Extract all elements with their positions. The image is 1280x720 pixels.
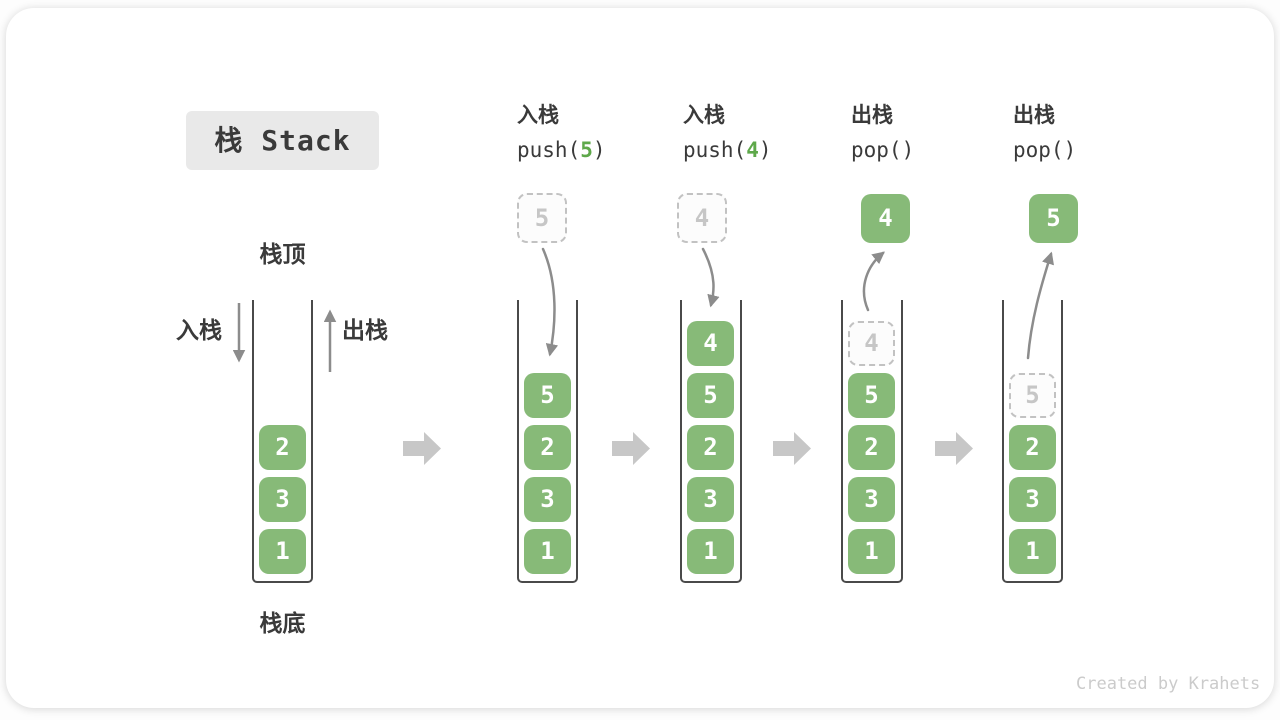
op-header-pop4: 出栈 pop() [851,103,1011,162]
ghost-block: 5 [1009,373,1056,418]
stack-block: 3 [259,477,306,522]
stack-block: 1 [848,529,895,574]
watermark: Created by Krahets [1076,674,1261,694]
op-header-push5: 入栈 push(5) [517,103,677,162]
title-badge: 栈 Stack [186,111,379,170]
popped-value-box: 5 [1029,194,1078,243]
stack-block: 3 [687,477,734,522]
stack-block: 4 [687,321,734,366]
code-pre: push( [683,138,747,163]
stack-container-4: 4 5 2 3 1 [841,300,903,583]
stack-block: 3 [524,477,571,522]
op-label: 出栈 [1013,103,1055,127]
code-pre: pop() [851,138,915,163]
pop-label: 出栈 [342,318,388,344]
stack-container-3: 4 5 2 3 1 [680,300,742,583]
op-code: push(5) [517,139,677,162]
op-code: pop() [1013,139,1173,162]
stack-block: 5 [687,373,734,418]
stack-block: 1 [524,529,571,574]
op-label: 入栈 [683,103,725,127]
stack-container-1: 2 3 1 [252,300,313,583]
op-label: 入栈 [517,103,559,127]
stack-block: 2 [1009,425,1056,470]
code-pre: pop() [1013,138,1077,163]
code-arg: 5 [580,138,593,163]
stack-block: 5 [848,373,895,418]
stack-block: 3 [1009,477,1056,522]
code-arg: 4 [746,138,759,163]
stack-block: 2 [848,425,895,470]
ghost-block: 4 [848,321,895,366]
stack-block: 3 [848,477,895,522]
incoming-value-box: 5 [517,193,567,243]
stack-block: 5 [524,373,571,418]
op-code: pop() [851,139,1011,162]
popped-value-box: 4 [861,194,910,243]
op-code: push(4) [683,139,843,162]
stack-bottom-label: 栈底 [259,611,306,637]
incoming-value-box: 4 [677,193,727,243]
stack-block: 1 [259,529,306,574]
code-pre: push( [517,138,581,163]
stack-top-label: 栈顶 [259,242,306,268]
op-header-push4: 入栈 push(4) [683,103,843,162]
push-label: 入栈 [176,318,222,344]
stack-block: 1 [1009,529,1056,574]
stack-block: 2 [524,425,571,470]
code-post: ) [758,138,772,163]
stack-block: 2 [687,425,734,470]
stack-block: 1 [687,529,734,574]
stack-container-5: 5 2 3 1 [1002,300,1063,583]
stack-block: 2 [259,425,306,470]
op-label: 出栈 [851,103,893,127]
stack-container-2: 5 2 3 1 [517,300,578,583]
code-post: ) [592,138,606,163]
op-header-pop5: 出栈 pop() [1013,103,1173,162]
